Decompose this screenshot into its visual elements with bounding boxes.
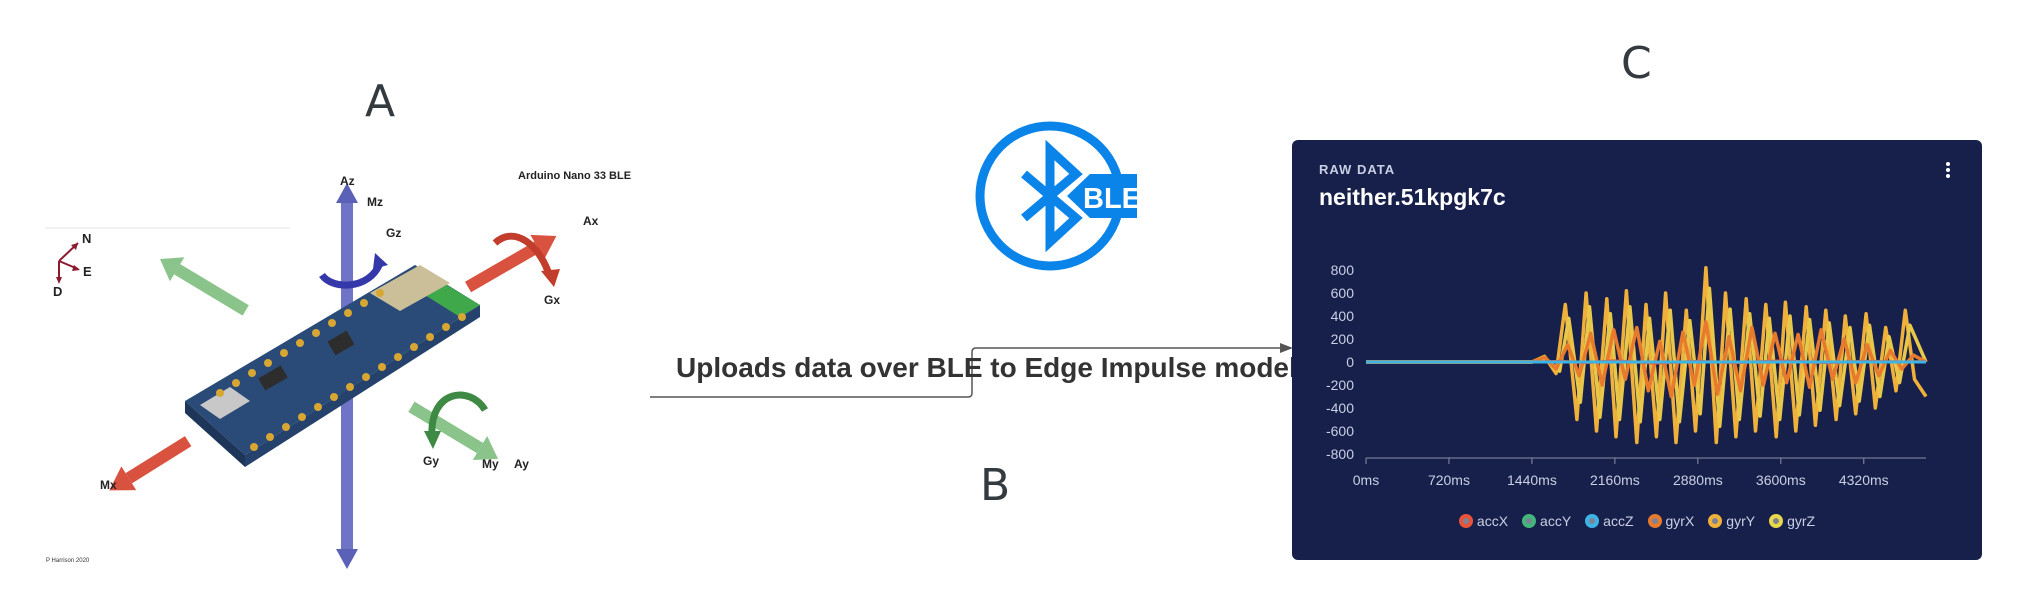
legend-marker-icon	[1647, 514, 1662, 528]
credit-text: P Harrison 2020	[46, 558, 90, 564]
kebab-menu-icon[interactable]	[1946, 162, 1952, 178]
bluetooth-icon: BLE	[975, 121, 1141, 271]
y-tick-label: 200	[1331, 331, 1355, 347]
series-line-gyry	[1366, 265, 1928, 445]
y-tick-label: -200	[1326, 377, 1354, 393]
y-tick-label: 400	[1331, 308, 1355, 324]
legend-label: gyrX	[1665, 513, 1695, 529]
my-label: My	[482, 457, 499, 471]
arduino-board-diagram: N E D Arduino Nano 33 BLE	[45, 170, 631, 569]
x-tick-label: 3600ms	[1756, 472, 1806, 488]
connector-arrow	[650, 343, 1293, 398]
legend-label: gyrZ	[1787, 513, 1816, 529]
y-tick-label: 0	[1346, 354, 1354, 370]
green-arrow-upper	[159, 257, 249, 316]
legend-marker-icon	[1769, 514, 1784, 528]
ble-logo: BLE	[964, 114, 1144, 278]
y-tick-label: 800	[1331, 262, 1355, 278]
mz-label: Mz	[367, 195, 383, 209]
y-tick-label: -600	[1326, 423, 1354, 439]
legend-marker-icon	[1585, 514, 1600, 528]
raw-data-chart: 800 600 400 200 0 -200 -400 -600 -800 0ms 720ms 144…	[1326, 262, 1928, 488]
compass-icon	[45, 227, 290, 284]
chart-legend: accX accY accZ gyrX gyrY gyrZ	[1292, 513, 1982, 529]
y-tick-label: 600	[1331, 285, 1355, 301]
x-tick-label: 2160ms	[1590, 472, 1640, 488]
legend-marker-icon	[1522, 514, 1537, 528]
legend-marker-icon	[1708, 514, 1723, 528]
legend-label: accY	[1540, 513, 1572, 529]
gy-rotation-arrow	[428, 391, 488, 436]
ax-arrow	[465, 234, 557, 293]
x-tick-label: 720ms	[1428, 472, 1470, 488]
legend-item-gyrx[interactable]: gyrX	[1647, 513, 1695, 529]
mx-label: Mx	[100, 478, 117, 492]
compass-n-label: N	[82, 231, 91, 246]
x-tick-label: 0ms	[1353, 472, 1379, 488]
legend-item-accy[interactable]: accY	[1522, 513, 1571, 529]
mx-arrow	[109, 436, 192, 491]
legend-item-accz[interactable]: accZ	[1585, 513, 1634, 529]
board-body	[185, 265, 480, 467]
legend-label: gyrY	[1726, 513, 1756, 529]
board-title: Arduino Nano 33 BLE	[518, 170, 631, 182]
gz-rotation-arrow	[319, 261, 384, 289]
raw-data-title: RAW DATA	[1319, 162, 1396, 177]
legend-label: accX	[1476, 513, 1509, 529]
az-label: Az	[340, 174, 355, 188]
raw-data-card: RAW DATA neither.51kpgk7c 800 600 400 200 0 -…	[1292, 140, 1982, 560]
y-tick-label: -400	[1326, 400, 1354, 416]
panel-label-c: C	[1621, 38, 1652, 89]
x-tick-label: 4320ms	[1839, 472, 1889, 488]
legend-label: accZ	[1603, 513, 1634, 529]
gy-label: Gy	[423, 454, 439, 468]
legend-item-accx[interactable]: accX	[1458, 513, 1509, 529]
gx-rotation-arrow	[492, 232, 554, 279]
x-tick-label: 1440ms	[1507, 472, 1557, 488]
caption-text: Uploads data over BLE to Edge Impulse mo…	[676, 352, 1297, 383]
x-tick-label: 2880ms	[1673, 472, 1723, 488]
y-tick-label: -800	[1326, 446, 1354, 462]
ay-arrow	[408, 401, 499, 461]
panel-label-a: A	[365, 76, 396, 127]
compass-d-label: D	[53, 284, 62, 299]
legend-marker-icon	[1458, 514, 1473, 528]
series-line-gyrx	[1366, 320, 1927, 399]
gx-label: Gx	[544, 293, 560, 307]
legend-item-gyrz[interactable]: gyrZ	[1769, 513, 1815, 529]
ax-label: Ax	[583, 214, 599, 228]
panel-label-b: B	[980, 460, 1011, 511]
legend-item-gyry[interactable]: gyrY	[1708, 513, 1755, 529]
sample-name: neither.51kpgk7c	[1319, 184, 1506, 210]
ble-text: BLE	[1083, 183, 1141, 215]
ay-label: Ay	[514, 457, 529, 471]
gz-label: Gz	[386, 226, 401, 240]
compass-e-label: E	[83, 264, 92, 279]
